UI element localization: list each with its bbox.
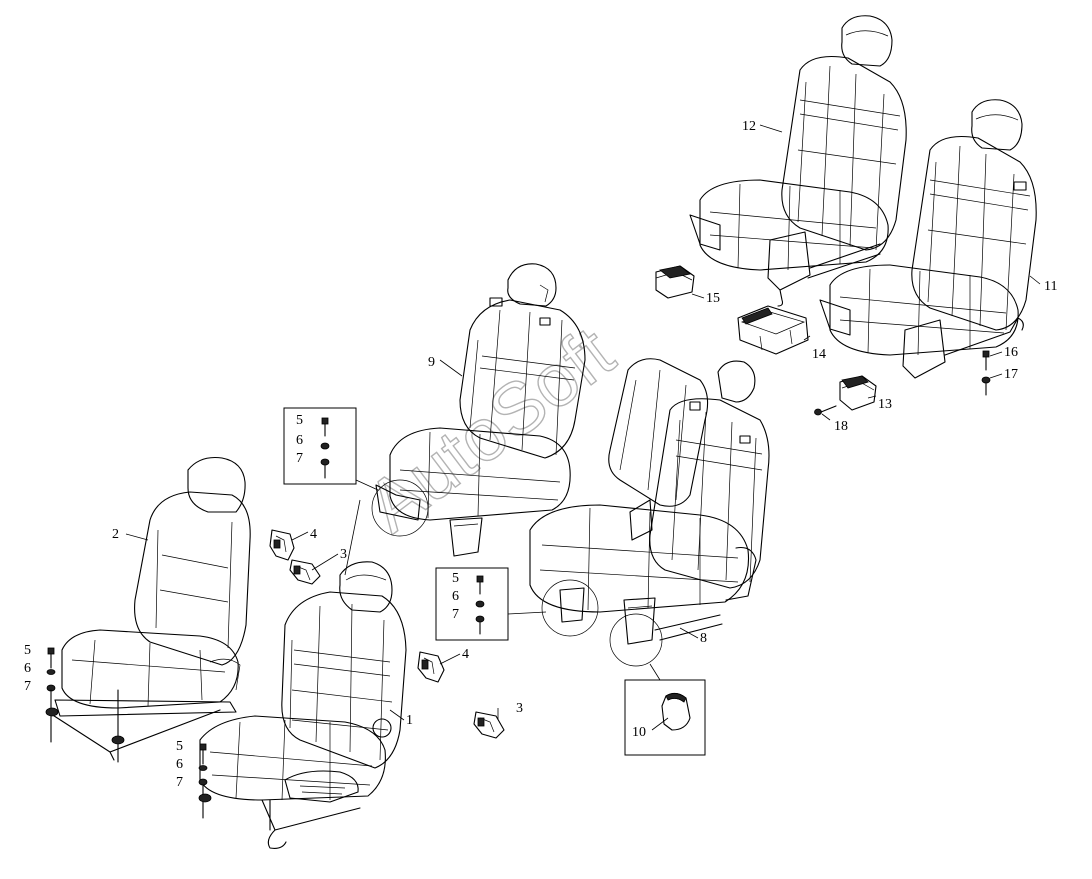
bracket-3-lower — [473, 711, 505, 739]
callout-7: 7 — [452, 607, 459, 622]
middle-seat-left — [375, 263, 586, 557]
callout-11: 11 — [1044, 279, 1057, 294]
callout-6: 6 — [452, 589, 459, 604]
bracket-4-lower — [417, 651, 445, 683]
callout-13: 13 — [878, 397, 892, 412]
fasteners-middle — [475, 575, 485, 635]
callout-2: 2 — [112, 527, 119, 542]
front-left-fasteners — [45, 647, 125, 763]
front-seat-right — [199, 561, 407, 849]
callout-10: 10 — [632, 725, 646, 740]
cover-15 — [655, 265, 695, 299]
callout-7: 7 — [24, 679, 31, 694]
detail-box-fasteners-upper — [283, 407, 357, 485]
callout-5: 5 — [176, 739, 183, 754]
watermark-text: AutoSoft — [352, 310, 629, 547]
callout-7: 7 — [176, 775, 183, 790]
callout-7: 7 — [296, 451, 303, 466]
callout-5: 5 — [296, 413, 303, 428]
callout-6: 6 — [176, 757, 183, 772]
rear-seat-left — [689, 15, 907, 307]
callout-5: 5 — [24, 643, 31, 658]
middle-seat-right — [529, 358, 770, 645]
cover-13 — [839, 375, 877, 411]
front-seat-left — [47, 456, 251, 761]
callout-6: 6 — [296, 433, 303, 448]
callout-4: 4 — [310, 527, 317, 542]
cover-14 — [737, 305, 809, 355]
rear-fasteners — [814, 350, 991, 416]
callout-18: 18 — [834, 419, 848, 434]
callout-15: 15 — [706, 291, 720, 306]
callout-4: 4 — [462, 647, 469, 662]
callout-8: 8 — [700, 631, 707, 646]
callout-3: 3 — [340, 547, 347, 562]
callout-12: 12 — [742, 119, 756, 134]
callout-16: 16 — [1004, 345, 1018, 360]
callout-numbers: 1 2 3 3 4 4 5 6 7 5 6 7 5 6 7 5 6 7 8 9 … — [24, 119, 1057, 790]
detail-circle-middle-right — [541, 579, 599, 637]
callout-1: 1 — [406, 713, 413, 728]
bracket-3-upper — [289, 559, 321, 585]
rear-seat-right — [819, 99, 1037, 379]
callout-5: 5 — [452, 571, 459, 586]
callout-6: 6 — [24, 661, 31, 676]
seat-leg-cover — [661, 692, 691, 731]
detail-box-fasteners-middle — [435, 567, 509, 641]
callout-3: 3 — [516, 701, 523, 716]
detail-circle-middle-left — [371, 479, 429, 537]
front-right-fasteners — [198, 743, 271, 831]
detail-box-cover — [624, 679, 706, 756]
callout-14: 14 — [812, 347, 826, 362]
callout-17: 17 — [1004, 367, 1018, 382]
fasteners-upper — [320, 417, 330, 479]
bracket-4-upper — [269, 529, 295, 561]
callout-9: 9 — [428, 355, 435, 370]
detail-circle-leg — [609, 613, 663, 667]
leader-lines — [125, 124, 1041, 731]
